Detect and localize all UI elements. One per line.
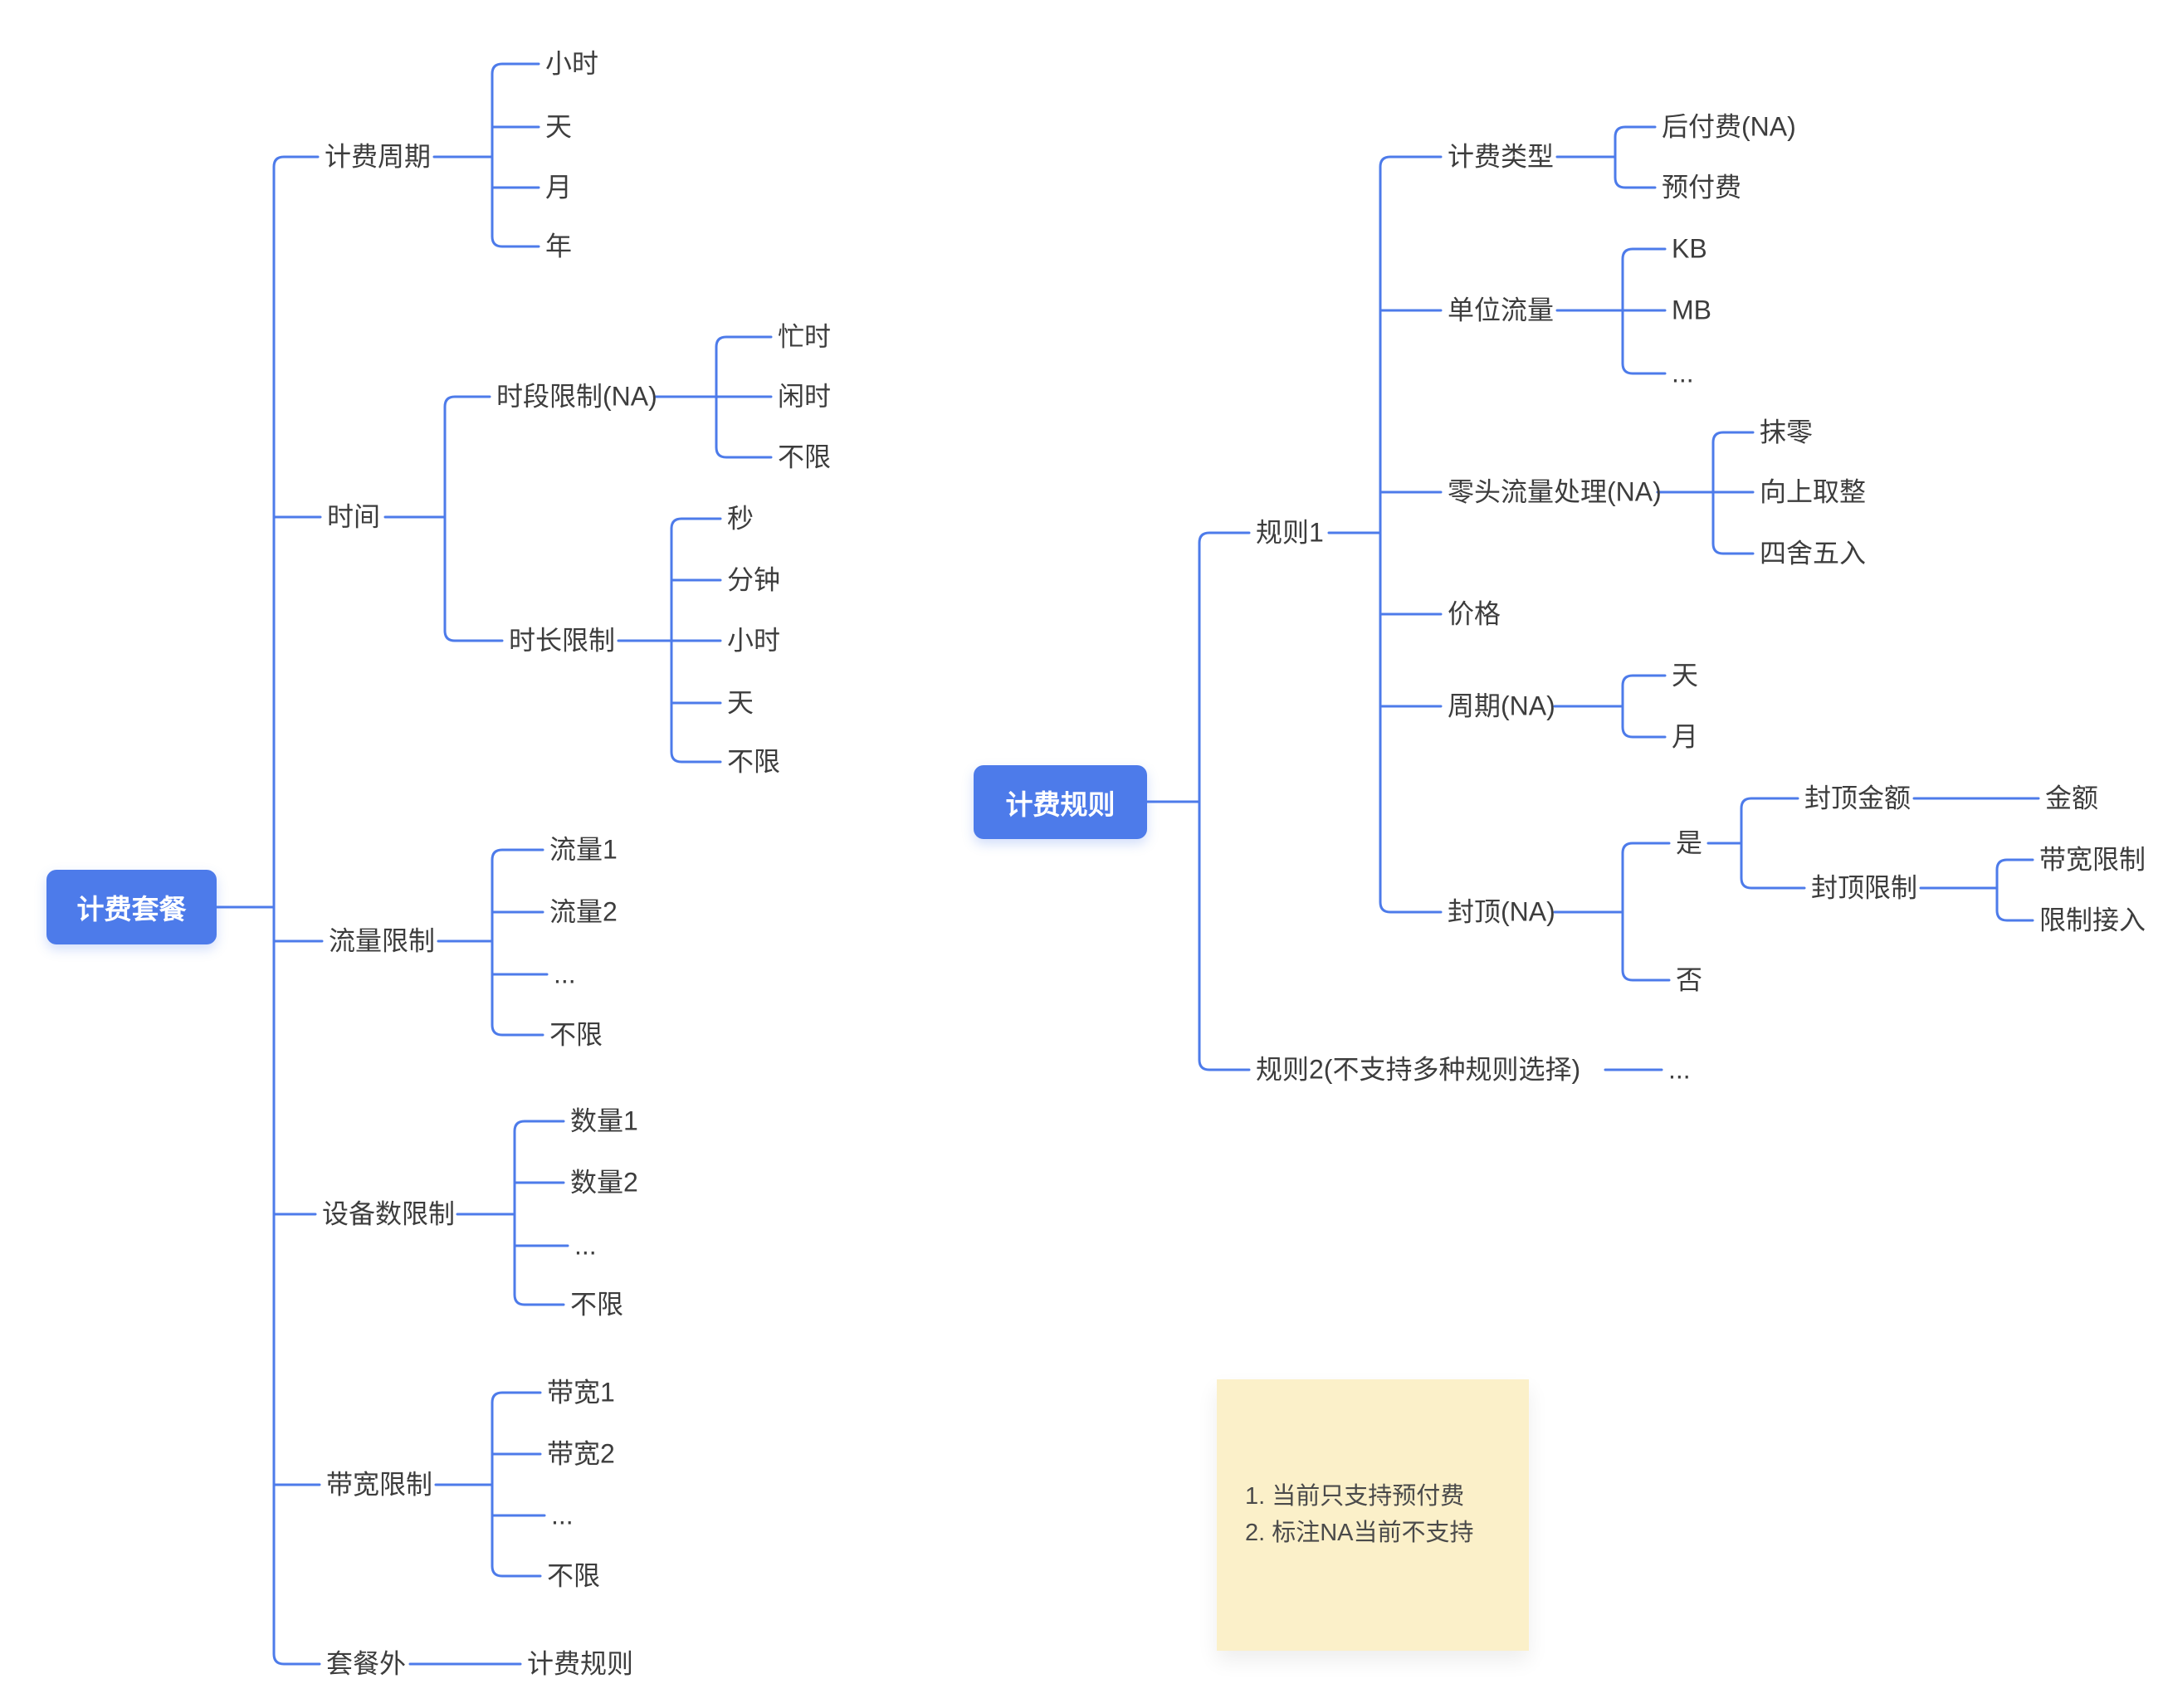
node-round-half[interactable]: 四舍五入: [1760, 538, 1867, 569]
node-traffic-unlimited[interactable]: 不限: [549, 1019, 603, 1050]
node-round-up[interactable]: 向上取整: [1760, 476, 1867, 507]
node-minute[interactable]: 分钟: [727, 564, 781, 595]
node-bandwidth-ellipsis[interactable]: ...: [551, 1500, 574, 1530]
connector-time: [383, 395, 504, 642]
node-second[interactable]: 秒: [727, 503, 754, 534]
right-root-node[interactable]: 计费规则: [974, 765, 1147, 839]
node-bandwidth-limit[interactable]: 带宽限制: [326, 1469, 433, 1500]
node-count-1[interactable]: 数量1: [570, 1105, 638, 1136]
node-kb[interactable]: KB: [1672, 233, 1707, 264]
connector-cap-limit: [1919, 858, 2034, 922]
node-mb[interactable]: MB: [1672, 295, 1711, 325]
node-duration-day[interactable]: 天: [727, 687, 754, 718]
node-time[interactable]: 时间: [327, 501, 381, 532]
node-traffic-limit[interactable]: 流量限制: [329, 925, 436, 956]
node-day[interactable]: 天: [545, 111, 573, 142]
connector-period-limit: [653, 335, 773, 459]
node-year[interactable]: 年: [545, 231, 573, 261]
node-duration-hour[interactable]: 小时: [727, 625, 781, 656]
note-line-1: 1. 当前只支持预付费: [1245, 1483, 1465, 1510]
connector-cap-yes: [1706, 797, 1806, 890]
node-cap-na[interactable]: 封顶(NA): [1448, 896, 1555, 927]
node-amount[interactable]: 金额: [2045, 783, 2099, 813]
connector-bandwidth-limit: [434, 1391, 546, 1578]
node-rule-2-ellipsis[interactable]: ...: [1668, 1054, 1691, 1085]
node-out-of-package-billing-rules[interactable]: 计费规则: [527, 1648, 634, 1679]
node-period-limit-na[interactable]: 时段限制(NA): [496, 381, 657, 412]
connector-cap: [1553, 842, 1671, 982]
node-price[interactable]: 价格: [1448, 598, 1501, 629]
node-bandwidth-2[interactable]: 带宽2: [547, 1438, 615, 1469]
connector-billing-type: [1555, 125, 1657, 189]
note-line-2: 2. 标注NA当前不支持: [1245, 1519, 1474, 1546]
node-out-of-package[interactable]: 套餐外: [326, 1648, 407, 1679]
node-busy-time[interactable]: 忙时: [778, 321, 832, 352]
node-cap-amount[interactable]: 封顶金额: [1804, 783, 1912, 813]
connector-cycle: [1553, 674, 1667, 739]
connector-rule1: [1327, 155, 1443, 914]
node-period-unlimited[interactable]: 不限: [778, 442, 832, 472]
connector-billing-cycle: [432, 62, 540, 248]
note-box[interactable]: 1. 当前只支持预付费 2. 标注NA当前不支持: [1217, 1379, 1529, 1651]
node-unit-traffic[interactable]: 单位流量: [1448, 295, 1555, 325]
connector-duration-limit: [617, 517, 722, 764]
left-root-node[interactable]: 计费套餐: [46, 870, 217, 944]
node-restrict-access[interactable]: 限制接入: [2039, 905, 2146, 935]
node-billing-cycle[interactable]: 计费周期: [325, 141, 432, 172]
node-idle-time[interactable]: 闲时: [778, 381, 832, 412]
node-traffic-1[interactable]: 流量1: [549, 834, 618, 865]
node-cycle-na[interactable]: 周期(NA): [1448, 691, 1555, 721]
node-cap-yes[interactable]: 是: [1676, 827, 1703, 858]
node-duration-unlimited[interactable]: 不限: [727, 746, 781, 777]
node-bandwidth-1[interactable]: 带宽1: [547, 1377, 615, 1408]
node-hour[interactable]: 小时: [545, 48, 599, 79]
node-bandwidth-unlimited[interactable]: 不限: [547, 1560, 601, 1591]
node-count-ellipsis[interactable]: ...: [574, 1230, 597, 1261]
node-month[interactable]: 月: [545, 172, 573, 203]
node-cycle-month[interactable]: 月: [1672, 721, 1699, 752]
node-device-count-limit[interactable]: 设备数限制: [322, 1198, 456, 1229]
node-traffic-ellipsis[interactable]: ...: [554, 959, 576, 989]
connector-left-root: [215, 155, 324, 1666]
node-count-unlimited[interactable]: 不限: [570, 1289, 624, 1320]
node-unit-ellipsis[interactable]: ...: [1672, 358, 1694, 388]
node-rule-1[interactable]: 规则1: [1256, 517, 1324, 548]
connector-right-root: [1145, 531, 1251, 1071]
connector-unit-traffic: [1555, 247, 1667, 375]
node-cap-no[interactable]: 否: [1676, 964, 1703, 995]
node-billing-type[interactable]: 计费类型: [1448, 141, 1555, 172]
node-duration-limit[interactable]: 时长限制: [509, 625, 616, 656]
node-cycle-day[interactable]: 天: [1672, 660, 1699, 691]
node-prepaid[interactable]: 预付费: [1662, 172, 1742, 203]
node-fraction-handling-na[interactable]: 零头流量处理(NA): [1448, 476, 1662, 507]
connector-fraction-handling: [1656, 431, 1755, 555]
connector-device-limit: [456, 1120, 569, 1306]
node-rule-2[interactable]: 规则2(不支持多种规则选择): [1256, 1054, 1581, 1085]
node-traffic-2[interactable]: 流量2: [549, 896, 618, 927]
node-round-down[interactable]: 抹零: [1760, 417, 1814, 447]
node-cap-bandwidth-limit[interactable]: 带宽限制: [2039, 844, 2146, 875]
node-cap-limit[interactable]: 封顶限制: [1811, 872, 1918, 903]
connector-traffic-limit: [437, 848, 549, 1037]
node-count-2[interactable]: 数量2: [570, 1167, 638, 1198]
node-postpaid-na[interactable]: 后付费(NA): [1662, 111, 1796, 142]
